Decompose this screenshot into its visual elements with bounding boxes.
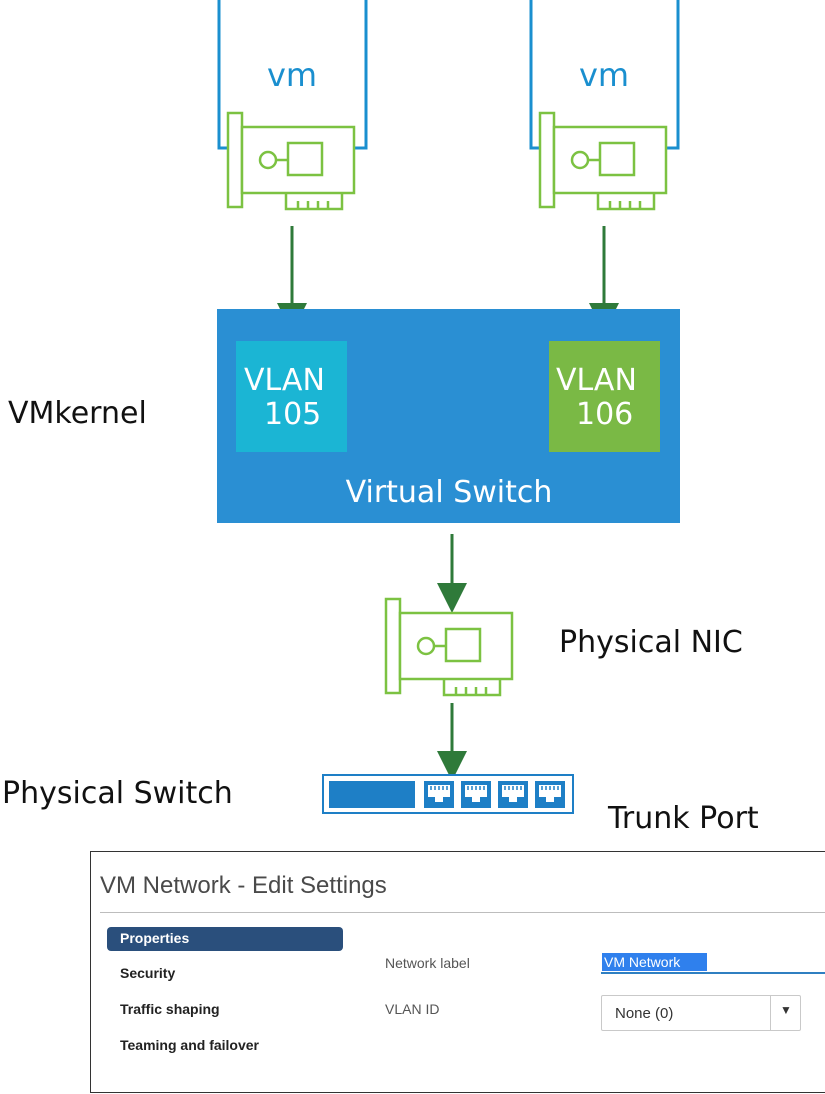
network-label-selection — [602, 953, 707, 971]
vlan-id-value: None (0) — [615, 1005, 674, 1022]
network-label-field-label: Network label — [385, 955, 470, 971]
vm-left-label: vm — [267, 56, 317, 94]
physical-nic-label: Physical NIC — [559, 625, 743, 660]
edit-settings-dialog: VM Network - Edit Settings Properties Se… — [90, 851, 825, 1093]
vmkernel-label: VMkernel — [8, 396, 147, 431]
nav-security[interactable]: Security — [120, 965, 176, 981]
vlan-105-line2: 105 — [264, 397, 321, 432]
network-label-value: VM Network — [604, 954, 681, 970]
vm-right-label: vm — [579, 56, 629, 94]
virtual-switch-label: Virtual Switch — [346, 475, 553, 510]
trunk-port-label: Trunk Port — [608, 801, 759, 836]
physical-switch-label: Physical Switch — [2, 776, 233, 811]
vlan-105-box — [236, 341, 347, 452]
nav-properties[interactable]: Properties — [107, 927, 343, 951]
vlan-id-select[interactable]: None (0) ▼ — [601, 995, 801, 1031]
dropdown-caret-icon[interactable]: ▼ — [780, 1003, 792, 1017]
vlan-105-line1: VLAN — [244, 363, 325, 398]
vlan-106-box — [549, 341, 660, 452]
vlan-id-field-label: VLAN ID — [385, 1001, 440, 1017]
nav-teaming-and-failover[interactable]: Teaming and failover — [120, 1037, 259, 1053]
dialog-title: VM Network - Edit Settings — [100, 872, 387, 899]
select-divider — [770, 996, 771, 1030]
vm-left-nic-icon — [226, 111, 356, 211]
physical-switch-icon — [322, 774, 574, 814]
vm-right-nic-icon — [538, 111, 668, 211]
vlan-106-line2: 106 — [576, 397, 633, 432]
nav-traffic-shaping[interactable]: Traffic shaping — [120, 1001, 220, 1017]
physical-nic-icon — [384, 597, 514, 697]
vlan-106-line1: VLAN — [556, 363, 637, 398]
network-diagram: vm vm VLAN 105 VLAN 106 Virtual Switch — [217, 0, 680, 814]
vm-right-box: vm — [529, 0, 680, 150]
title-divider — [100, 912, 825, 913]
